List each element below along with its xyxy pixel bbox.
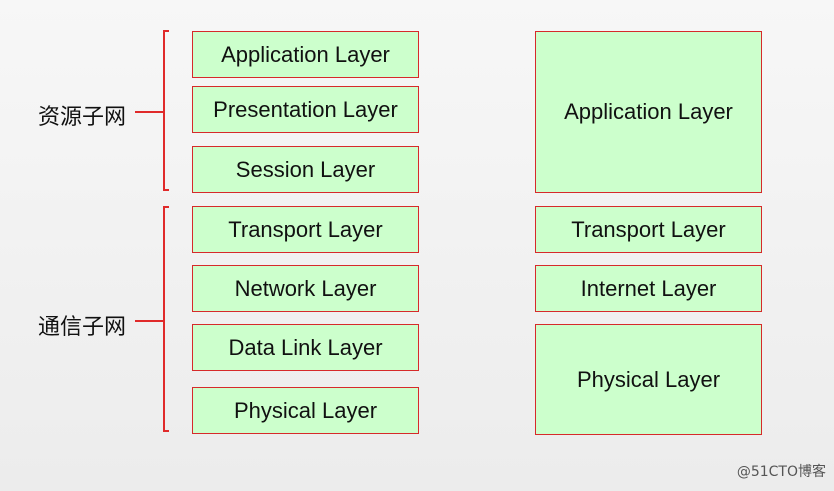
osi-physical-layer: Physical Layer xyxy=(192,387,419,434)
watermark: @51CTO博客 xyxy=(736,464,826,480)
osi-network-layer: Network Layer xyxy=(192,265,419,312)
tcpip-transport-layer: Transport Layer xyxy=(535,206,762,253)
communication-subnet-connector xyxy=(135,320,164,322)
osi-transport-layer: Transport Layer xyxy=(192,206,419,253)
communication-subnet-label: 通信子网 xyxy=(38,315,127,340)
osi-session-layer: Session Layer xyxy=(192,146,419,193)
resource-subnet-connector xyxy=(135,111,164,113)
tcpip-application-layer: Application Layer xyxy=(535,31,762,193)
osi-data-link-layer: Data Link Layer xyxy=(192,324,419,371)
tcpip-physical-layer: Physical Layer xyxy=(535,324,762,435)
osi-presentation-layer: Presentation Layer xyxy=(192,86,419,133)
tcpip-internet-layer: Internet Layer xyxy=(535,265,762,312)
osi-application-layer: Application Layer xyxy=(192,31,419,78)
resource-subnet-label: 资源子网 xyxy=(38,105,127,130)
